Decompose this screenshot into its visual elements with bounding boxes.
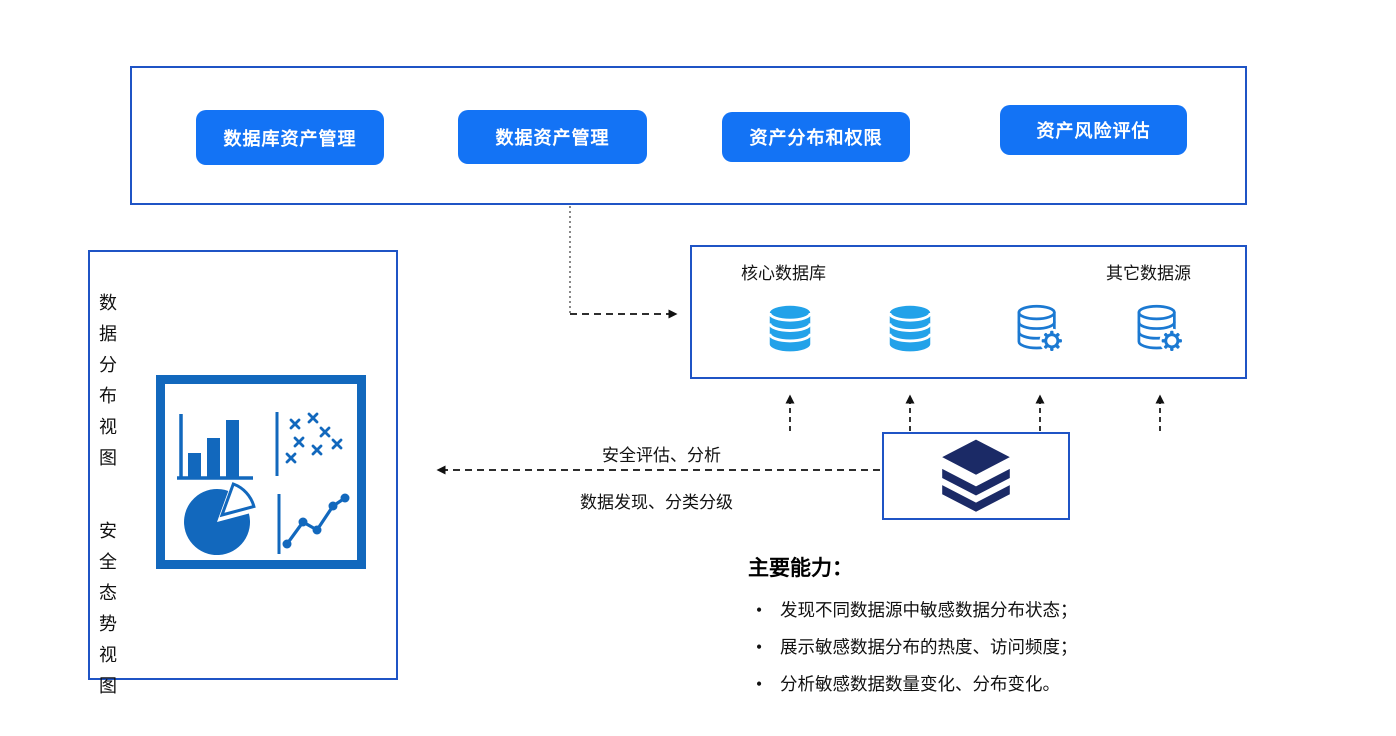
- chip-database-asset-management: 数据库资产管理: [196, 110, 384, 165]
- bullet-marker: •: [756, 637, 763, 657]
- core-db-label: 核心数据库: [741, 264, 826, 283]
- bullet-marker: •: [756, 600, 763, 620]
- capability-text: 发现不同数据源中敏感数据分布状态；: [780, 600, 1078, 620]
- capability-item: • 发现不同数据源中敏感数据分布状态；: [748, 592, 1268, 629]
- security-posture-view-label: 安全态势视图: [97, 521, 117, 707]
- chip-asset-risk-assessment: 资产风险评估: [1000, 105, 1187, 155]
- other-datasource-label: 其它数据源: [1106, 264, 1191, 283]
- database-gear-icon: [1013, 299, 1067, 359]
- bullet-marker: •: [756, 674, 763, 694]
- dashboard-charts-icon: [155, 374, 367, 570]
- chip-label: 资产风险评估: [1036, 121, 1151, 141]
- capability-item: • 分析敏感数据数量变化、分布变化。: [748, 666, 1268, 703]
- capability-text: 分析敏感数据数量变化、分布变化。: [780, 674, 1060, 694]
- chip-label: 资产分布和权限: [749, 128, 883, 148]
- data-distribution-view-label: 数据分布视图: [97, 293, 117, 479]
- chip-label: 数据资产管理: [495, 128, 610, 148]
- layers-icon: [934, 437, 1018, 515]
- database-icon: [883, 299, 937, 359]
- assessment-analysis-label: 安全评估、分析: [602, 446, 721, 465]
- capability-item: • 展示敏感数据分布的热度、访问频度；: [748, 629, 1268, 666]
- views-panel-frame: [88, 250, 398, 680]
- chip-data-asset-management: 数据资产管理: [458, 110, 647, 164]
- capabilities-block: 主要能力： • 发现不同数据源中敏感数据分布状态； • 展示敏感数据分布的热度、…: [748, 552, 1268, 703]
- capabilities-list: • 发现不同数据源中敏感数据分布状态； • 展示敏感数据分布的热度、访问频度； …: [748, 592, 1268, 703]
- database-icon: [763, 299, 817, 359]
- capabilities-title: 主要能力：: [748, 556, 853, 580]
- discovery-classification-label: 数据发现、分类分级: [580, 493, 733, 512]
- engine-box-frame: [882, 432, 1070, 520]
- capability-text: 展示敏感数据分布的热度、访问频度；: [780, 637, 1078, 657]
- database-gear-icon: [1133, 299, 1187, 359]
- chip-asset-distribution-permissions: 资产分布和权限: [722, 112, 910, 162]
- chip-label: 数据库资产管理: [223, 128, 357, 149]
